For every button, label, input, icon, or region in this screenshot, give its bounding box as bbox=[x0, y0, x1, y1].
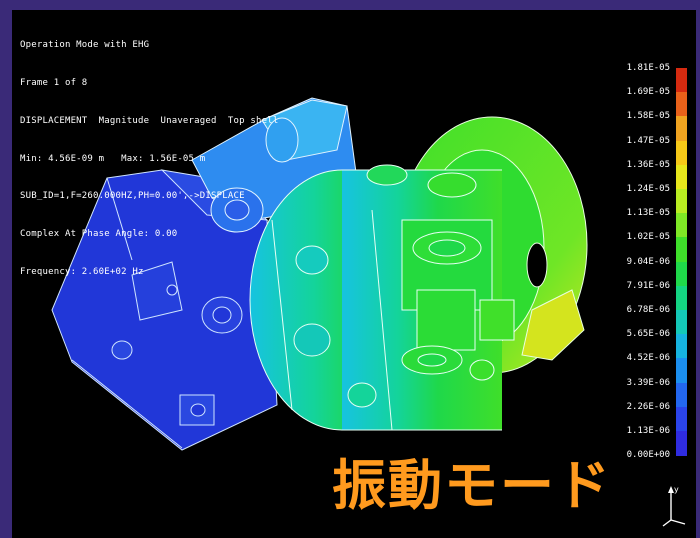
color-scale-label: 1.58E-05 bbox=[626, 111, 670, 122]
color-scale-label: 6.78E-06 bbox=[626, 305, 670, 315]
info-line-phase: Complex At Phase Angle: 0.00 bbox=[20, 229, 178, 240]
color-scale-label: 9.04E-06 bbox=[626, 256, 670, 267]
color-scale-segment bbox=[676, 189, 687, 214]
mount-block bbox=[51, 169, 278, 451]
info-line-frame: Frame 1 of 8 bbox=[20, 77, 88, 88]
info-line-minmax: Min: 4.56E-09 m Max: 1.56E-05 m bbox=[20, 153, 206, 164]
caption-vibration-mode: 振動モード bbox=[332, 454, 612, 517]
color-scale-label: 3.39E-06 bbox=[626, 377, 670, 388]
color-scale-label: 2.26E-06 bbox=[626, 401, 670, 412]
color-scale-label: 1.13E-05 bbox=[626, 208, 670, 219]
color-scale-label: 5.65E-06 bbox=[626, 329, 670, 340]
color-scale-segment bbox=[676, 334, 687, 359]
color-scale-segment bbox=[676, 164, 687, 190]
color-scale-labels: 1.81E-05 1.69E-05 1.58E-05 1.47E-05 1.36E-05… bbox=[598, 63, 670, 468]
color-scale-label: 1.36E-05 bbox=[626, 159, 670, 170]
color-scale-segment bbox=[676, 68, 687, 93]
axis-label-y: y bbox=[674, 485, 679, 494]
color-scale-label: 1.02E-05 bbox=[626, 232, 670, 243]
color-scale-segment bbox=[676, 261, 687, 287]
color-scale-segment bbox=[676, 285, 687, 311]
color-scale-bar bbox=[676, 68, 687, 462]
fea-viewport: Operation Mode with EHG Frame 1 of 8 DIS… bbox=[12, 10, 696, 538]
color-scale-segment bbox=[676, 358, 687, 384]
color-scale-label: 1.24E-05 bbox=[626, 184, 670, 194]
info-line-frequency: Frequency: 2.60E+02 Hz bbox=[20, 266, 144, 277]
color-scale-label: 1.47E-05 bbox=[626, 135, 670, 146]
color-scale-segment bbox=[676, 116, 687, 142]
axis-triad-icon: y bbox=[662, 485, 686, 527]
info-line-result: DISPLACEMENT Magnitude Unaveraged Top sh… bbox=[20, 115, 279, 126]
pump-body bbox=[249, 164, 515, 431]
color-scale-label: 4.52E-06 bbox=[626, 353, 670, 364]
color-scale-segment bbox=[676, 92, 687, 117]
analysis-info-block: Operation Mode with EHG Frame 1 of 8 DIS… bbox=[20, 14, 278, 304]
fea-model-render bbox=[51, 97, 588, 451]
color-scale-label: 7.91E-06 bbox=[626, 280, 670, 291]
color-scale-segment bbox=[676, 310, 687, 335]
info-line-title: Operation Mode with EHG bbox=[20, 40, 150, 51]
info-line-subcase: SUB_ID=1,F=260.000HZ,PH=0.00',->DISPLACE bbox=[20, 191, 245, 202]
color-scale-segment bbox=[676, 237, 687, 263]
color-scale-segment bbox=[676, 213, 687, 238]
color-scale-label: 1.69E-05 bbox=[626, 87, 670, 98]
color-scale-segment bbox=[676, 140, 687, 166]
color-scale-legend: 1.81E-05 1.69E-05 1.58E-05 1.47E-05 1.36E-05… bbox=[598, 63, 696, 468]
color-scale-label: 1.13E-06 bbox=[626, 426, 670, 436]
color-scale-segment bbox=[676, 406, 687, 432]
color-scale-label: 1.81E-05 bbox=[626, 63, 670, 73]
color-scale-segment bbox=[676, 382, 687, 408]
color-scale-segment bbox=[676, 431, 687, 456]
color-scale-label: 0.00E+00 bbox=[626, 450, 670, 461]
